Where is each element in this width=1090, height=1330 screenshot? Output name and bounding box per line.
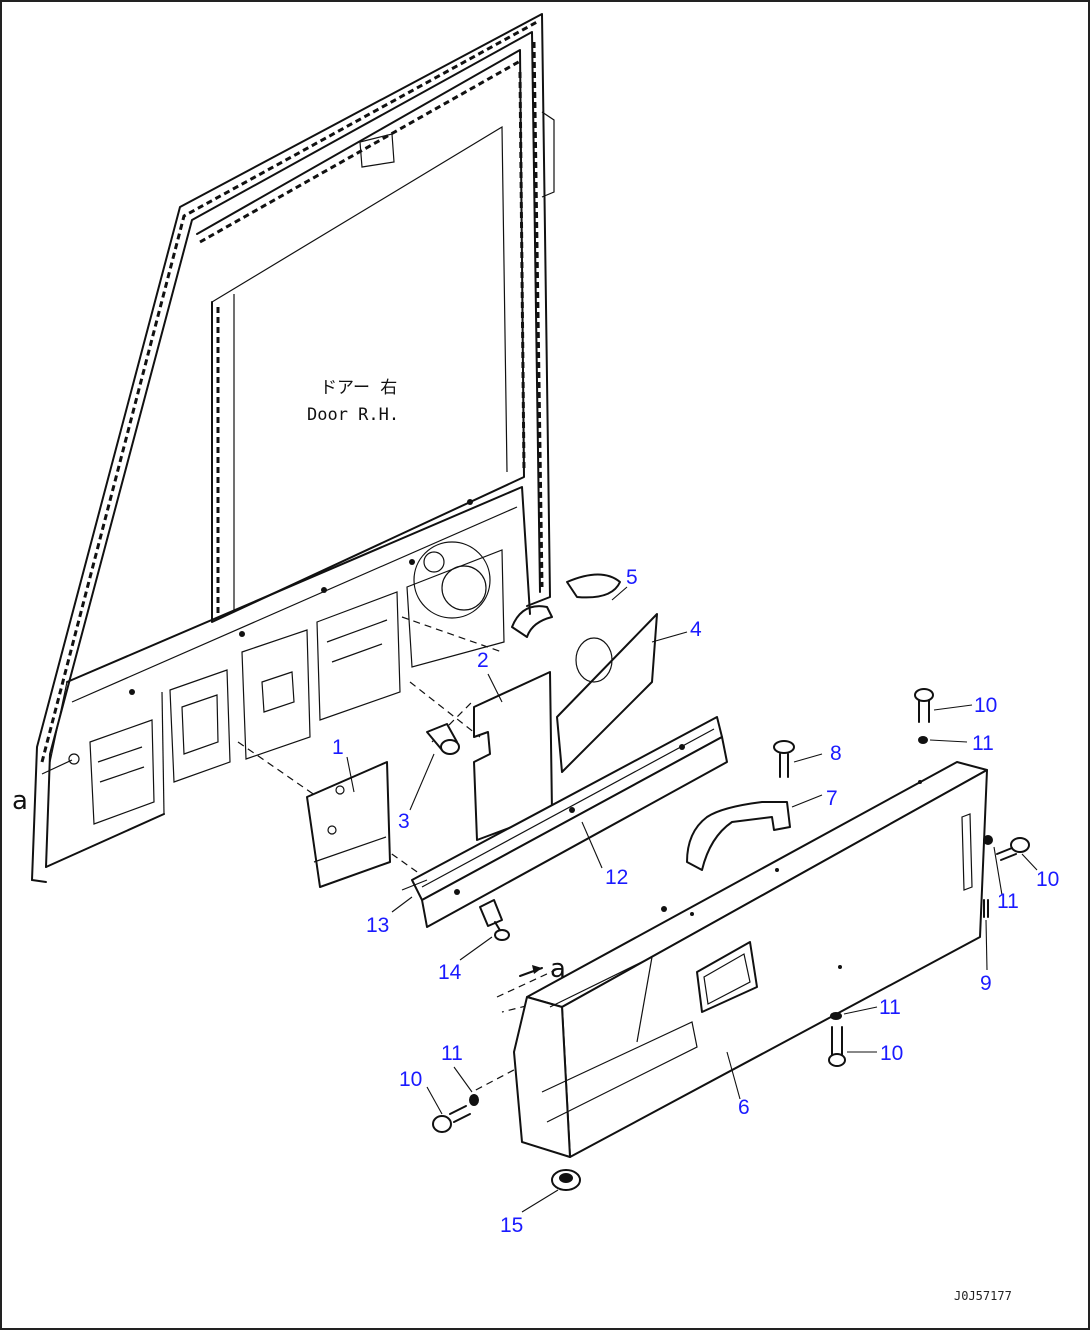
callout-3: 3: [398, 810, 410, 833]
part-4-sheet: [556, 613, 658, 773]
callout-13: 13: [366, 914, 389, 937]
callout-6: 6: [738, 1096, 750, 1119]
part-12-rail: [411, 716, 728, 928]
washer-11-left: [469, 1094, 479, 1106]
callout-4: 4: [690, 618, 702, 641]
fastener-10-left: [432, 1105, 471, 1133]
part-7-handle: [686, 801, 791, 871]
callout-14: 14: [438, 961, 462, 984]
washer-11-top: [918, 736, 928, 744]
ref-letter-door: a: [12, 786, 28, 816]
callouts: 1 2 3 4 5 6 7 8 9 10 11 10 11 11 10 12 1…: [332, 566, 1059, 1237]
part-15-cap: [551, 1169, 581, 1191]
callout-10-right: 10: [1036, 868, 1059, 891]
callout-5: 5: [626, 566, 638, 589]
part-3-clip: [426, 723, 460, 755]
door-label-en: Door R.H.: [307, 405, 399, 425]
callout-10-left: 10: [399, 1068, 422, 1091]
callout-11-bottom: 11: [879, 996, 901, 1019]
callout-7: 7: [826, 787, 838, 810]
part-1-plate: [306, 761, 391, 888]
callout-2: 2: [477, 649, 489, 672]
ref-letter-panel: a: [550, 954, 566, 984]
part-14-screw: [479, 899, 510, 941]
part-8-screw: [773, 740, 795, 778]
callout-10-bottom: 10: [880, 1042, 903, 1065]
part-5-grommet: [511, 573, 621, 638]
drawing-code: J0J57177: [954, 1289, 1012, 1303]
callout-11-left: 11: [441, 1042, 463, 1065]
callout-11-right: 11: [997, 890, 1019, 913]
part-2-sheet: [473, 671, 553, 841]
fastener-10-right: [996, 837, 1030, 861]
callout-10-top: 10: [974, 694, 997, 717]
fastener-10-bottom: [828, 1026, 846, 1067]
callout-12: 12: [605, 866, 628, 889]
callout-8: 8: [830, 742, 842, 765]
door-frame: [31, 13, 555, 883]
washer-11-right: [983, 835, 993, 845]
callout-15: 15: [500, 1214, 523, 1237]
fastener-10-top: [914, 688, 934, 723]
callout-1: 1: [332, 736, 344, 759]
pin-9: [983, 899, 989, 918]
callout-9: 9: [980, 972, 992, 995]
door-label-jp: ドアー 右: [320, 378, 397, 398]
part-6-trim-panel: [513, 761, 988, 1158]
washer-11-bottom: [830, 1012, 842, 1020]
leader-lines: [346, 586, 1038, 1213]
callout-11-top: 11: [972, 732, 994, 755]
